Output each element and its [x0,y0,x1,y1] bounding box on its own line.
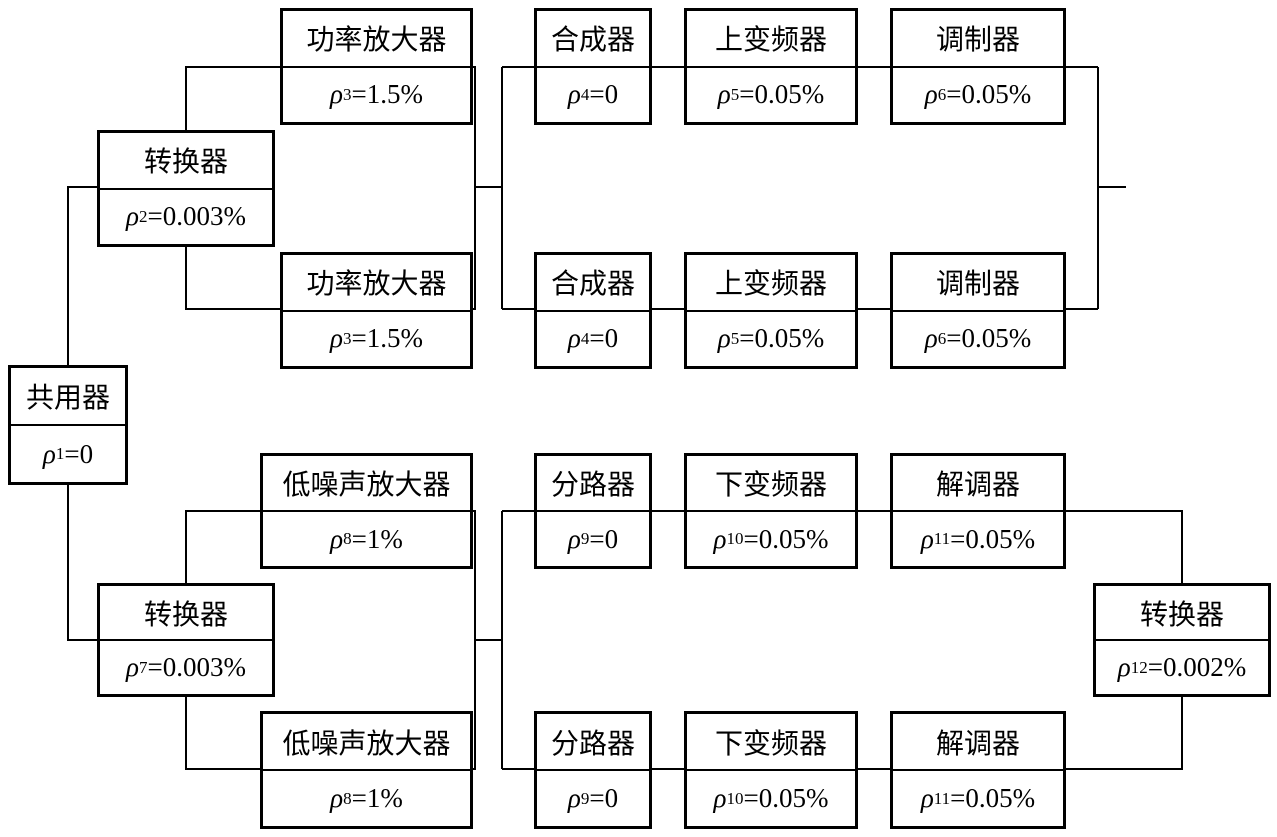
block-name: 解调器 [893,456,1063,512]
block-name: 低噪声放大器 [263,456,470,512]
line-rx-switch-to-lna1 [185,510,260,583]
block-name: 功率放大器 [283,11,470,68]
block-name: 共用器 [11,368,125,426]
block-name: 分路器 [537,456,649,512]
line-tx-switch-to-pa2 [185,247,280,310]
block-name: 合成器 [537,11,649,68]
block-name: 下变频器 [687,714,855,771]
line-rx-switch-to-lna2 [185,697,260,770]
block-name: 转换器 [100,133,272,190]
block-name: 分路器 [537,714,649,771]
line-duplexer-to-tx-switch [67,186,97,365]
block-name: 转换器 [1096,586,1268,641]
line-duplexer-to-rx-switch [67,485,97,641]
block-name: 上变频器 [687,255,855,312]
block-name: 下变频器 [687,456,855,512]
block-name: 解调器 [893,714,1063,771]
block-name: 上变频器 [687,11,855,68]
block-name: 合成器 [537,255,649,312]
block-name: 调制器 [893,11,1063,68]
block-name: 转换器 [100,586,272,641]
block-name: 低噪声放大器 [263,714,470,771]
block-name: 调制器 [893,255,1063,312]
line-tx-switch-to-pa1 [185,66,280,130]
block-name: 功率放大器 [283,255,470,312]
